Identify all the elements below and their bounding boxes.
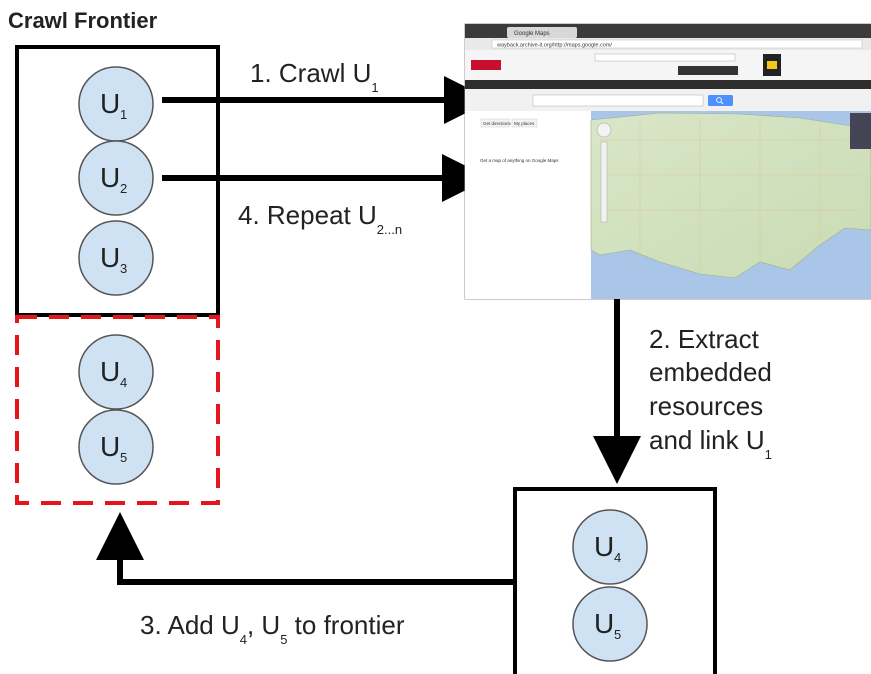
get-directions-button[interactable]: [480, 118, 510, 128]
add-to-frontier-arrow: [96, 512, 515, 585]
node-letter: U: [100, 242, 120, 273]
maps-search-input[interactable]: [532, 94, 704, 107]
node-letter: U: [594, 608, 614, 639]
extract-label-line1: 2. Extract: [649, 324, 760, 354]
get-directions-label: Get directions: [483, 121, 512, 126]
maps-hint-link[interactable]: Get a map of anything on Google Maps: [480, 158, 559, 163]
added-node-u4: U 4: [78, 334, 154, 410]
browser-tab-title: Google Maps: [514, 31, 550, 37]
node-subscript: 4: [614, 550, 621, 565]
maps-search-button[interactable]: [708, 95, 733, 106]
added-urls-box: [15, 315, 220, 505]
address-bar-url: wayback.archive-it.org/http://maps.googl…: [496, 43, 612, 49]
node-letter: U: [100, 431, 120, 462]
node-letter: U: [100, 356, 120, 387]
address-bar[interactable]: [491, 39, 863, 49]
node-letter: U: [100, 88, 120, 119]
node-subscript: 3: [120, 261, 127, 276]
archived-page-screenshot: Google Maps wayback.archive-it.org/http:…: [464, 23, 871, 300]
node-subscript: 5: [614, 627, 621, 642]
frontier-node-u3: U 3: [78, 220, 154, 296]
google-black-bar: [465, 80, 871, 89]
node-subscript: 1: [120, 107, 127, 122]
node-subscript: 5: [120, 450, 127, 465]
node-subscript: 4: [120, 375, 127, 390]
map-roads: [600, 118, 860, 272]
north-america-land: [590, 112, 871, 279]
extract-label-line3: resources: [649, 391, 763, 421]
wayback-sparkline: [678, 66, 738, 75]
repeat-label: 4. Repeat U2...n: [238, 200, 402, 237]
wayback-url-input[interactable]: [594, 53, 736, 62]
browser-tab[interactable]: [507, 27, 577, 38]
map-satellite-toggle[interactable]: [850, 113, 871, 149]
map-pan-control[interactable]: [596, 122, 612, 138]
added-node-u5: U 5: [78, 409, 154, 485]
add-label: 3. Add U4, U5 to frontier: [140, 610, 405, 647]
crawl-label: 1. Crawl U1: [250, 58, 379, 95]
wayback-logo: [471, 60, 501, 70]
my-places-button[interactable]: [511, 118, 538, 128]
frontier-node-u2: U 2: [78, 140, 154, 216]
wayback-calendar-day: [767, 61, 777, 69]
extracted-node-u4: U 4: [572, 509, 648, 585]
diagram-title: Crawl Frontier: [8, 8, 158, 33]
node-letter: U: [594, 531, 614, 562]
extract-label-line4: and link U1: [649, 425, 772, 462]
extract-label-line2: embedded: [649, 357, 772, 387]
maps-left-panel: [465, 111, 591, 299]
node-subscript: 2: [120, 181, 127, 196]
my-places-label: My places: [514, 121, 535, 126]
extracted-node-u5: U 5: [572, 586, 648, 662]
frontier-node-u1: U 1: [78, 66, 154, 142]
search-icon: [716, 97, 724, 105]
node-letter: U: [100, 162, 120, 193]
map-zoom-slider[interactable]: [600, 141, 608, 223]
